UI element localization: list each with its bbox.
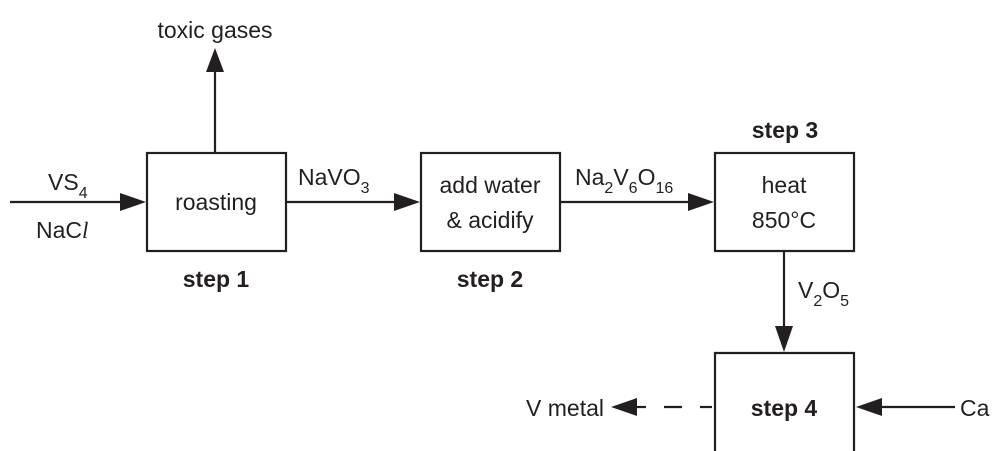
step2-caption: step 2 [457, 266, 523, 292]
step1-caption: step 1 [183, 266, 250, 292]
step3-box [713, 151, 856, 253]
step3-box-line2: 850°C [752, 207, 816, 233]
step3-caption: step 3 [752, 117, 818, 143]
step4-box-label: step 4 [751, 395, 818, 421]
step3-to-step4-arrowhead [775, 326, 793, 352]
step2-box-line2: & acidify [447, 207, 534, 233]
navo3-label: NaVO3 [298, 164, 370, 197]
step2-to-step3-arrowhead [688, 193, 714, 211]
toxic-gases-arrowhead [206, 48, 224, 72]
step2-box-line1: add water [439, 172, 540, 198]
ca-label: Ca [960, 395, 990, 421]
toxic-gases-label: toxic gases [157, 17, 272, 43]
input-arrowhead [120, 193, 146, 211]
step1-box [145, 151, 288, 253]
step1-box-label: roasting [175, 189, 257, 215]
v-metal-label: V metal [526, 395, 604, 421]
v2o5-label: V2O5 [798, 277, 849, 310]
ca-arrowhead [856, 398, 882, 416]
input-nacl-label: NaCl [36, 217, 88, 243]
na2v6o16-label: Na2V6O16 [575, 164, 673, 197]
step3-box-line1: heat [762, 172, 807, 198]
step2-box [419, 151, 562, 253]
product-arrowhead [611, 398, 637, 416]
step1-to-step2-arrowhead [394, 193, 420, 211]
input-vs4-label: VS4 [48, 169, 88, 202]
step4-box [713, 351, 856, 451]
